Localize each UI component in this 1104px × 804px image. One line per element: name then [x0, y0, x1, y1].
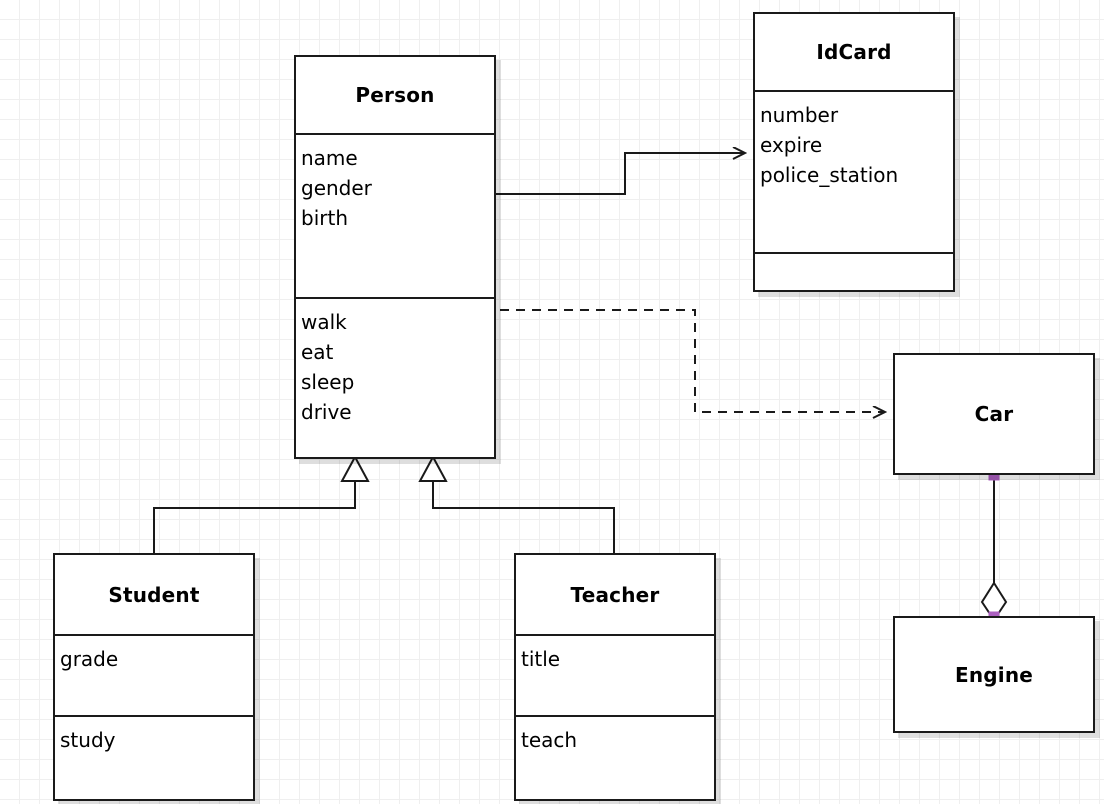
method-item: eat	[301, 340, 334, 364]
relationship-car-engine[interactable]	[980, 475, 1008, 622]
class-box-car[interactable]: Car	[893, 353, 1095, 475]
relationship-person-car[interactable]	[500, 309, 885, 412]
class-box-student[interactable]: Student grade study	[53, 553, 255, 801]
methods-student: study	[55, 715, 253, 799]
class-name-engine: Engine	[954, 662, 1034, 687]
attribute-item: number	[760, 103, 839, 127]
attributes-idcard: number expire police_station	[755, 90, 953, 252]
attribute-item: title	[521, 647, 561, 671]
class-name-person: Person	[355, 83, 435, 107]
class-box-person[interactable]: Person name gender birth walk eat sleep …	[294, 55, 496, 459]
method-item: walk	[301, 310, 347, 334]
method-item: study	[60, 728, 116, 752]
class-name-car: Car	[974, 402, 1014, 426]
class-box-teacher[interactable]: Teacher title teach	[514, 553, 716, 801]
generalization-triangle-teacher	[418, 454, 448, 482]
relationship-person-idcard[interactable]	[494, 153, 745, 195]
method-item: teach	[521, 728, 578, 752]
attributes-student: grade	[55, 634, 253, 715]
attribute-item: police_station	[760, 163, 899, 187]
attribute-item: birth	[301, 206, 348, 230]
class-name-idcard: IdCard	[816, 40, 892, 64]
class-box-engine[interactable]: Engine	[893, 616, 1095, 733]
link-endpoint-handle-car[interactable]	[988, 469, 1000, 481]
attributes-teacher: title	[516, 634, 714, 715]
class-box-idcard[interactable]: IdCard number expire police_station	[753, 12, 955, 292]
class-name-student: Student	[108, 582, 200, 607]
attribute-item: name	[301, 146, 358, 170]
attribute-item: expire	[760, 133, 823, 157]
methods-teacher: teach	[516, 715, 714, 799]
relationship-student-person[interactable]	[153, 454, 370, 553]
methods-idcard	[755, 252, 953, 290]
relationship-teacher-person[interactable]	[418, 454, 615, 553]
method-item: drive	[301, 400, 352, 424]
method-item: sleep	[301, 370, 355, 394]
class-name-teacher: Teacher	[570, 582, 660, 607]
methods-person: walk eat sleep drive	[296, 297, 494, 457]
attribute-item: gender	[301, 176, 372, 200]
attribute-item: grade	[60, 647, 119, 671]
attributes-person: name gender birth	[296, 133, 494, 297]
generalization-triangle-student	[340, 454, 370, 482]
